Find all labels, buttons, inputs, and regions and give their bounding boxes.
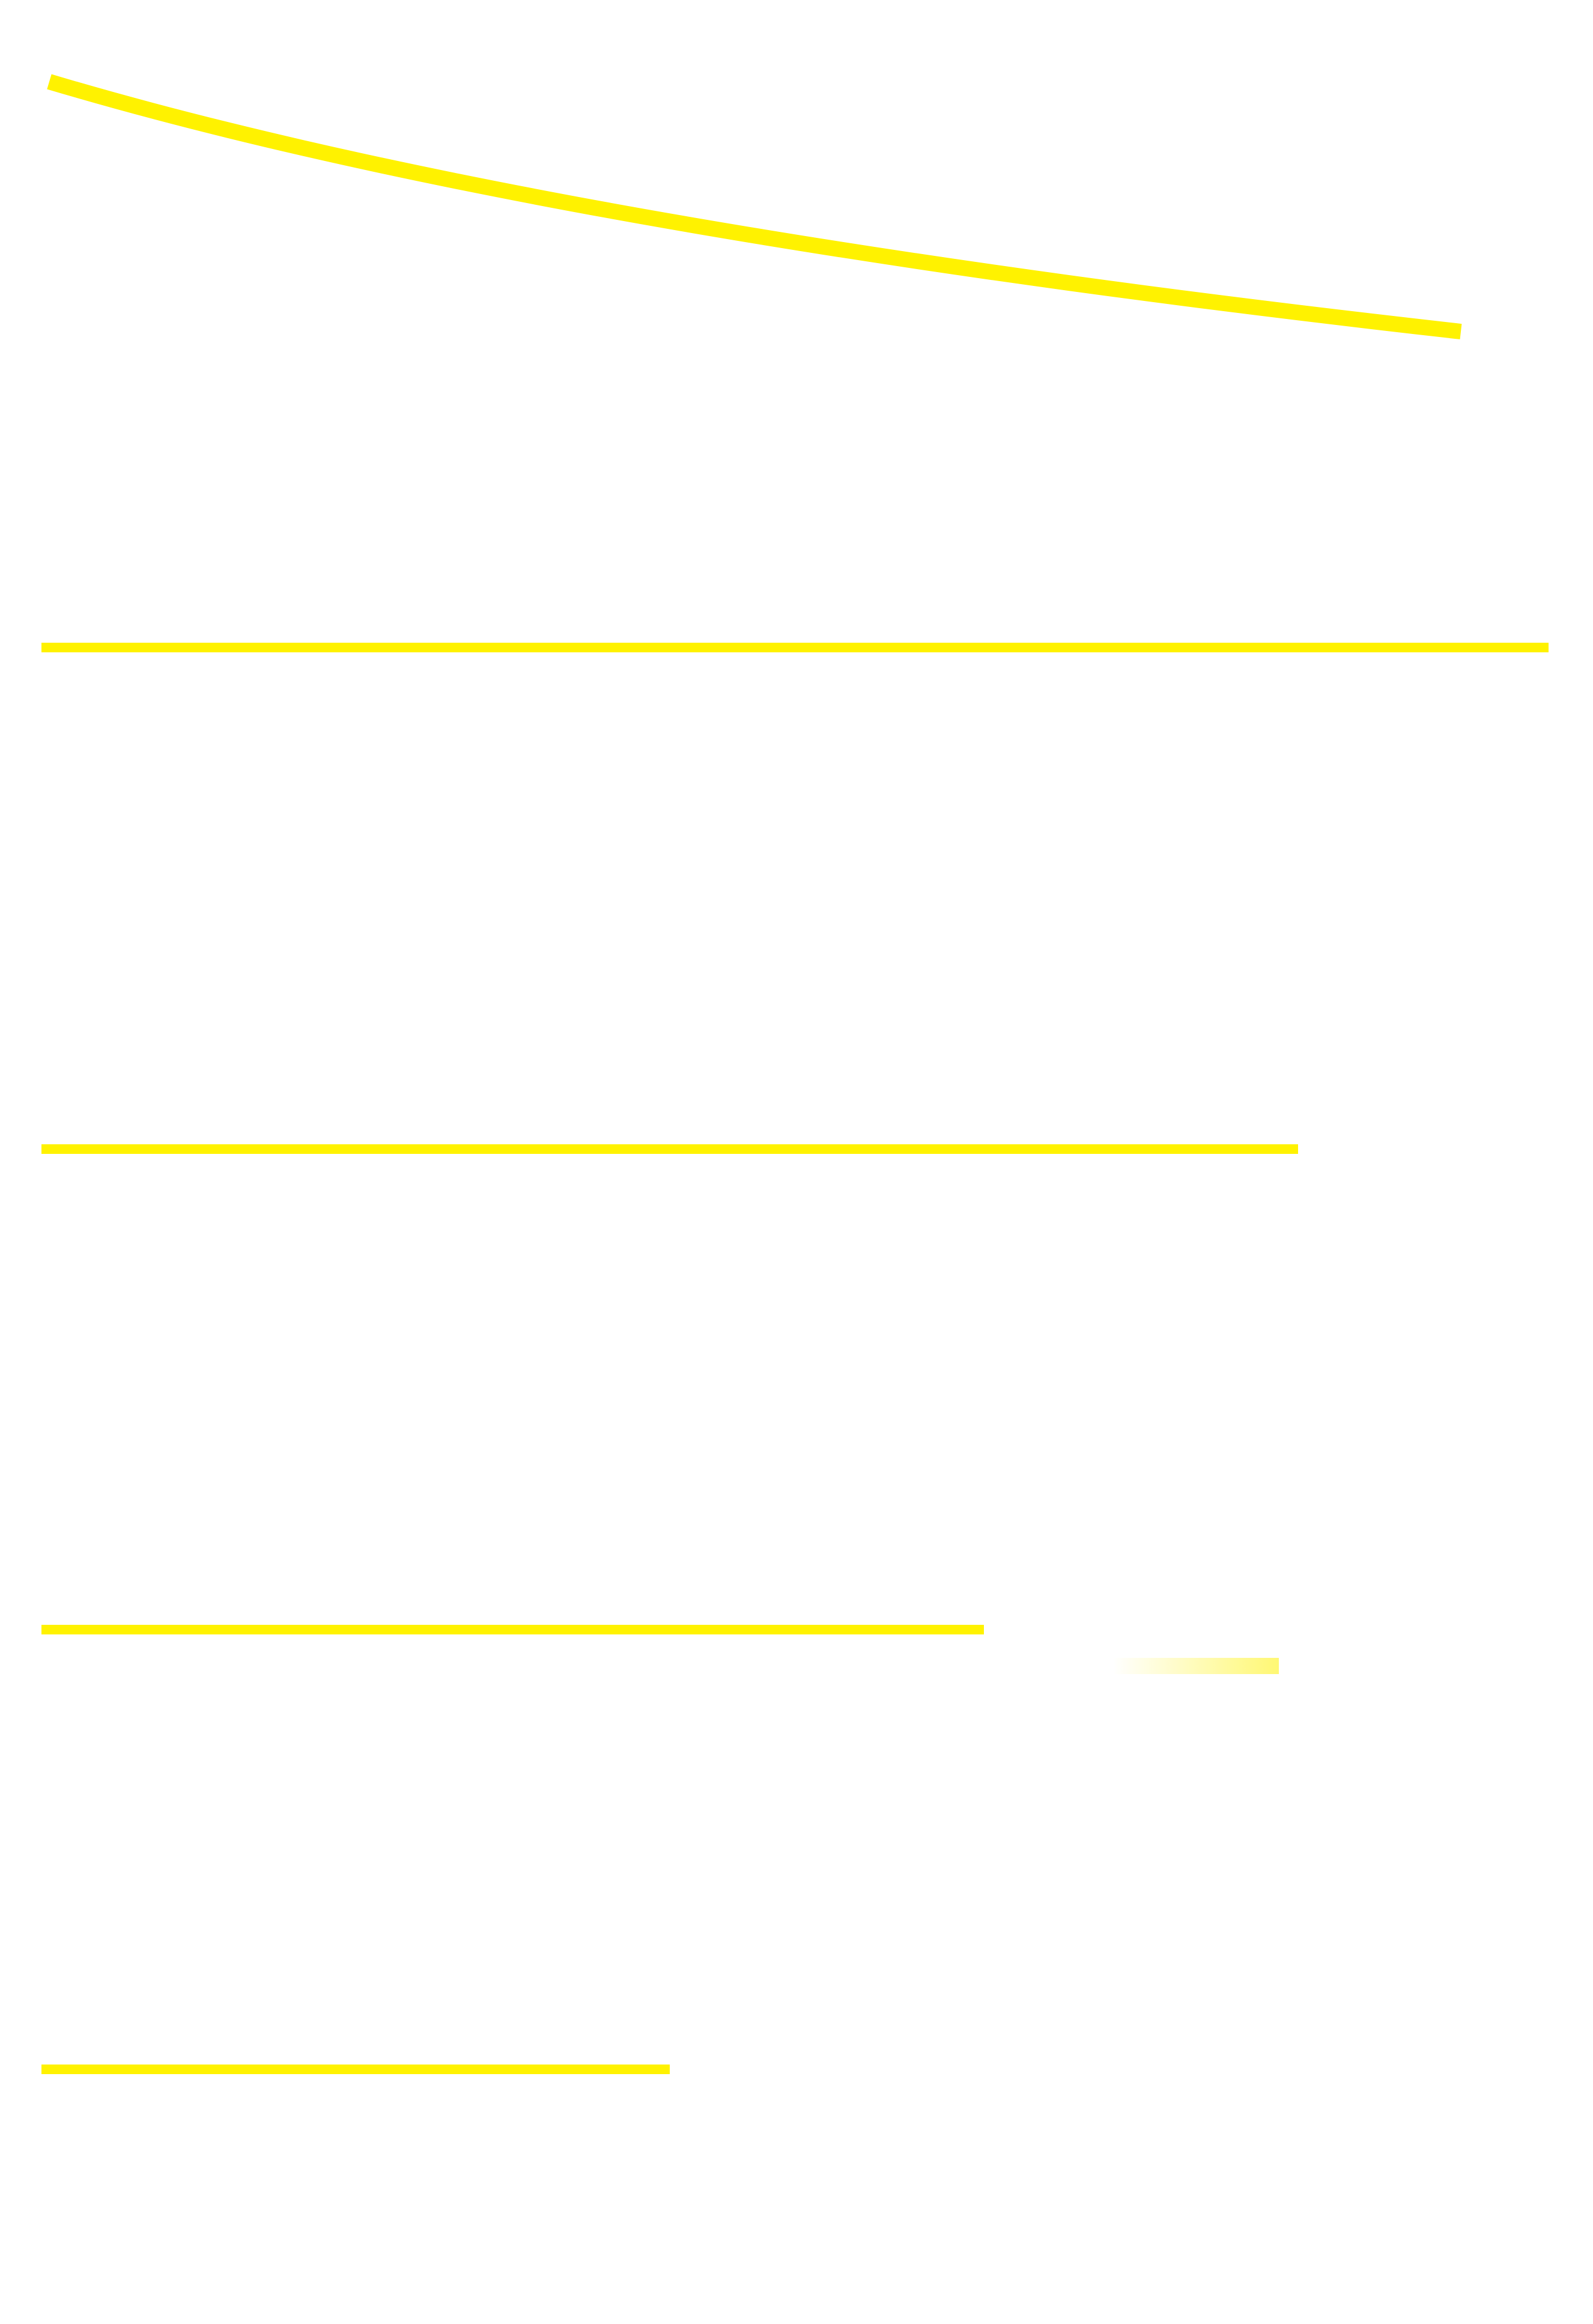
highlight-bar-4 — [41, 2065, 670, 2074]
highlight-bar-1 — [41, 643, 1549, 652]
highlight-bar-3 — [41, 1625, 984, 1634]
highlight-bar-2 — [41, 1144, 1298, 1154]
faded-highlight-bar — [1113, 1658, 1279, 1674]
curved-highlight-stroke — [47, 74, 1462, 339]
curved-highlight-path — [47, 74, 1462, 339]
